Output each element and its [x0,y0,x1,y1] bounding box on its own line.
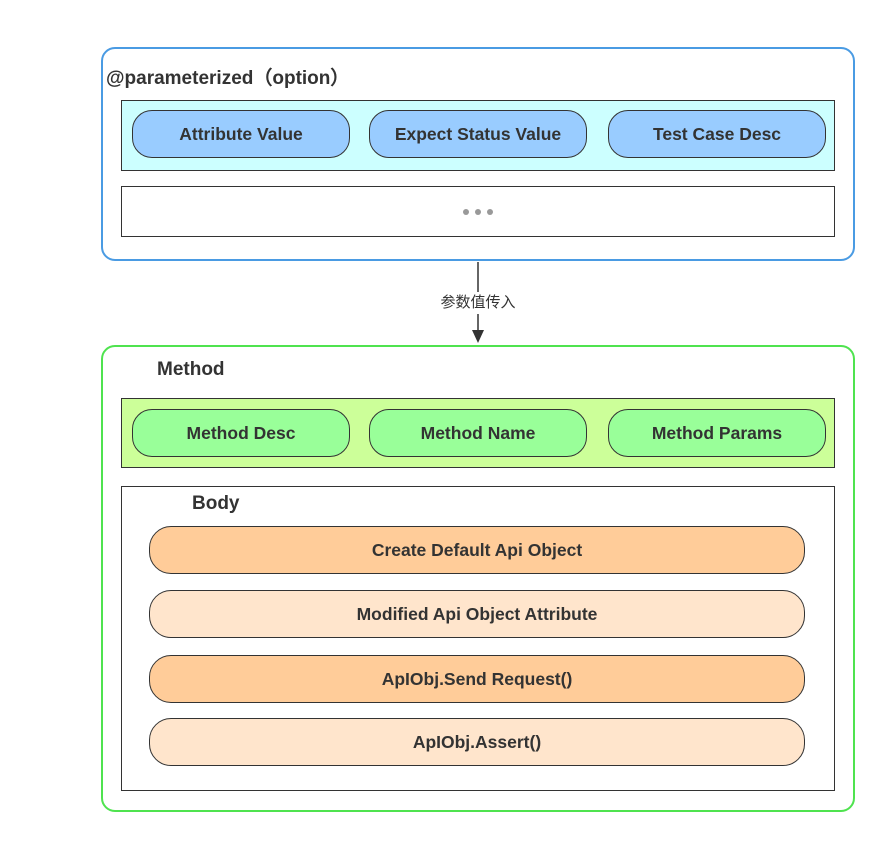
ellipsis-icon [463,209,493,215]
send-request-step: ApIObj.Send Request() [149,655,805,703]
modified-api-object-attribute-step: Modified Api Object Attribute [149,590,805,638]
attribute-value-node: Attribute Value [132,110,350,158]
method-desc-node: Method Desc [132,409,350,457]
method-name-node: Method Name [369,409,587,457]
create-default-api-object-step: Create Default Api Object [149,526,805,574]
assert-step: ApIObj.Assert() [149,718,805,766]
test-case-desc-node: Test Case Desc [608,110,826,158]
body-title: Body [192,493,240,514]
method-title: Method [157,359,225,380]
method-params-node: Method Params [608,409,826,457]
expect-status-value-node: Expect Status Value [369,110,587,158]
parameterized-container [101,47,855,261]
parameterized-title: @parameterized（option） [106,68,350,89]
arrow-label: 参数值传入 [430,292,526,314]
method-container [101,345,855,812]
